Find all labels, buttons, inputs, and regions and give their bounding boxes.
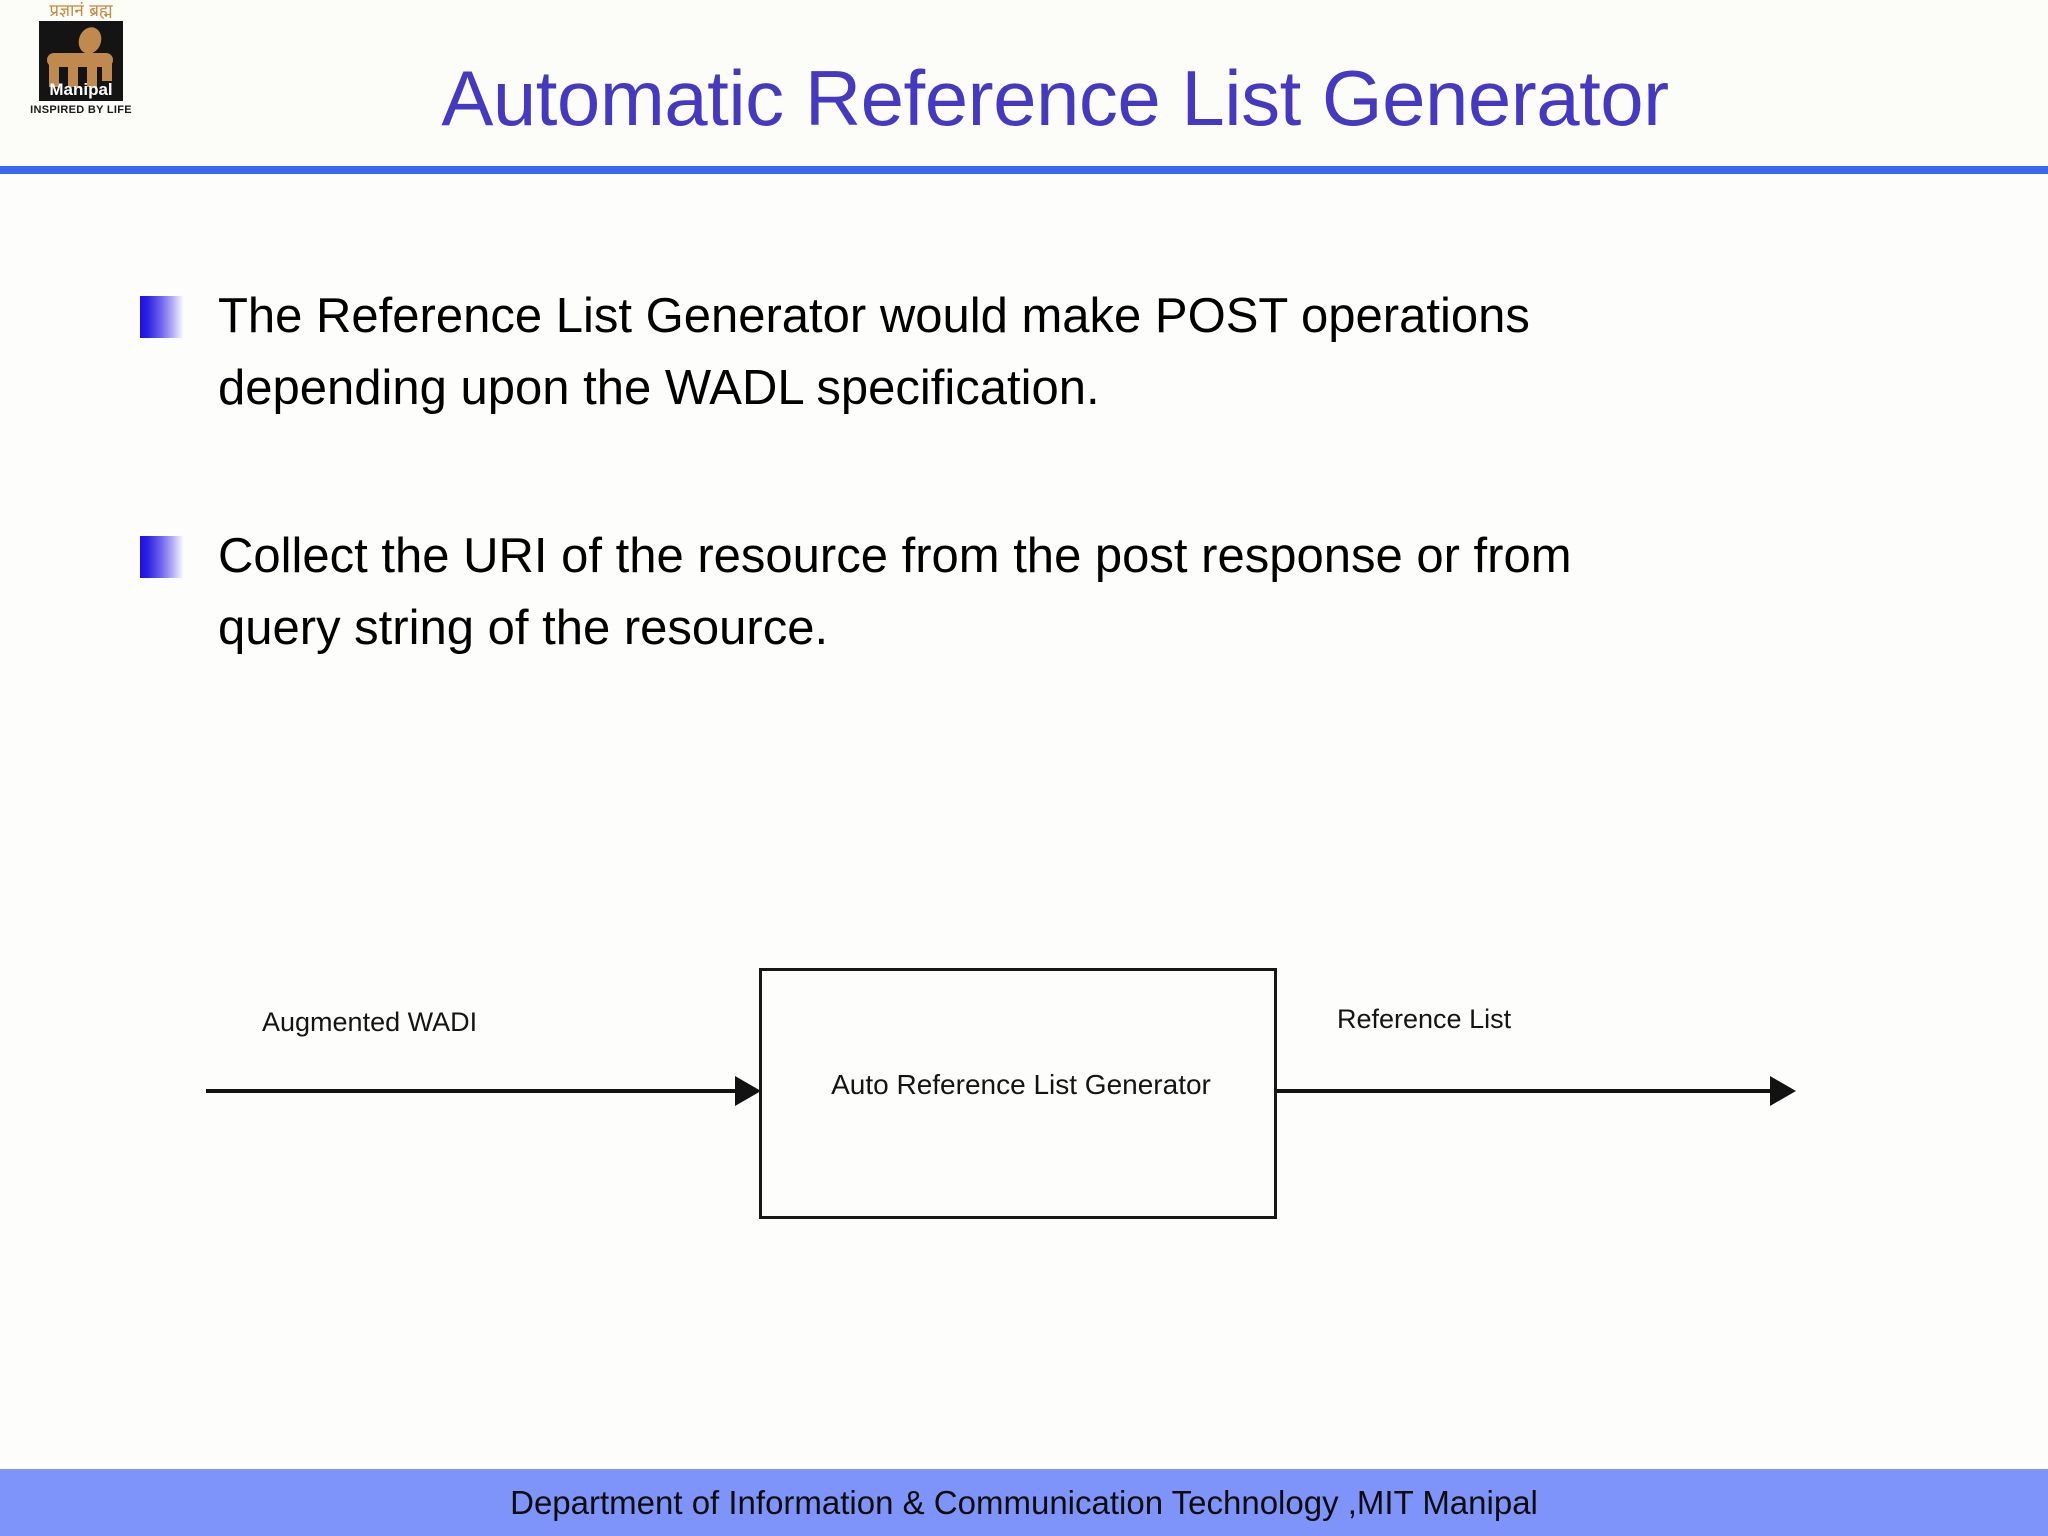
list-item: The Reference List Generator would make … <box>140 280 1950 424</box>
footer-text: Department of Information & Communicatio… <box>510 1484 1538 1521</box>
diagram-input-arrow-line <box>206 1089 744 1093</box>
bullet-list: The Reference List Generator would make … <box>140 280 1950 760</box>
bullet-text-1: The Reference List Generator would make … <box>218 280 1950 424</box>
logo-figure-leg-icon <box>102 63 112 81</box>
diagram-process-box: Auto Reference List Generator <box>759 968 1277 1219</box>
bullet-line: query string of the resource. <box>218 601 829 655</box>
logo-figure-leg-icon <box>49 63 59 87</box>
bullet-line: Collect the URI of the resource from the… <box>218 529 1572 583</box>
slide-header: प्रज्ञानं ब्रह्म Manipal INSPIRED BY LIF… <box>0 0 2048 167</box>
header-divider <box>0 166 2048 174</box>
diagram-output-arrowhead-icon <box>1770 1076 1796 1106</box>
list-item: Collect the URI of the resource from the… <box>140 520 1950 664</box>
logo-figure-leg-icon <box>68 63 78 87</box>
logo-tagline: INSPIRED BY LIFE <box>30 104 132 116</box>
diagram-output-arrow-line <box>1277 1089 1775 1093</box>
diagram-process-label: Auto Reference List Generator <box>831 1069 1211 1100</box>
bullet-line: The Reference List Generator would make … <box>218 289 1530 343</box>
diagram-input-label: Augmented WADI <box>262 1007 478 1037</box>
flow-diagram: Augmented WADI Auto Reference List Gener… <box>0 940 2048 1260</box>
logo-figure-head-icon <box>75 24 105 57</box>
diagram-input-arrowhead-icon <box>735 1076 761 1106</box>
logo-wordmark: Manipal <box>49 80 113 99</box>
logo-sanskrit-motto: प्रज्ञानं ब्रह्म <box>49 1 113 21</box>
diagram-output-label: Reference List <box>1337 1004 1512 1034</box>
slide-title: Automatic Reference List Generator <box>441 54 1669 142</box>
slide-footer: Department of Information & Communicatio… <box>0 1469 2048 1536</box>
gradient-square-bullet-icon <box>140 296 184 338</box>
bullet-line: depending upon the WADL specification. <box>218 361 1100 415</box>
bullet-text-2: Collect the URI of the resource from the… <box>218 520 1950 664</box>
logo-mark: Manipal <box>39 21 123 101</box>
manipal-logo: प्रज्ञानं ब्रह्म Manipal INSPIRED BY LIF… <box>18 2 144 133</box>
gradient-square-bullet-icon <box>140 536 184 578</box>
logo-figure-leg-icon <box>87 63 97 87</box>
